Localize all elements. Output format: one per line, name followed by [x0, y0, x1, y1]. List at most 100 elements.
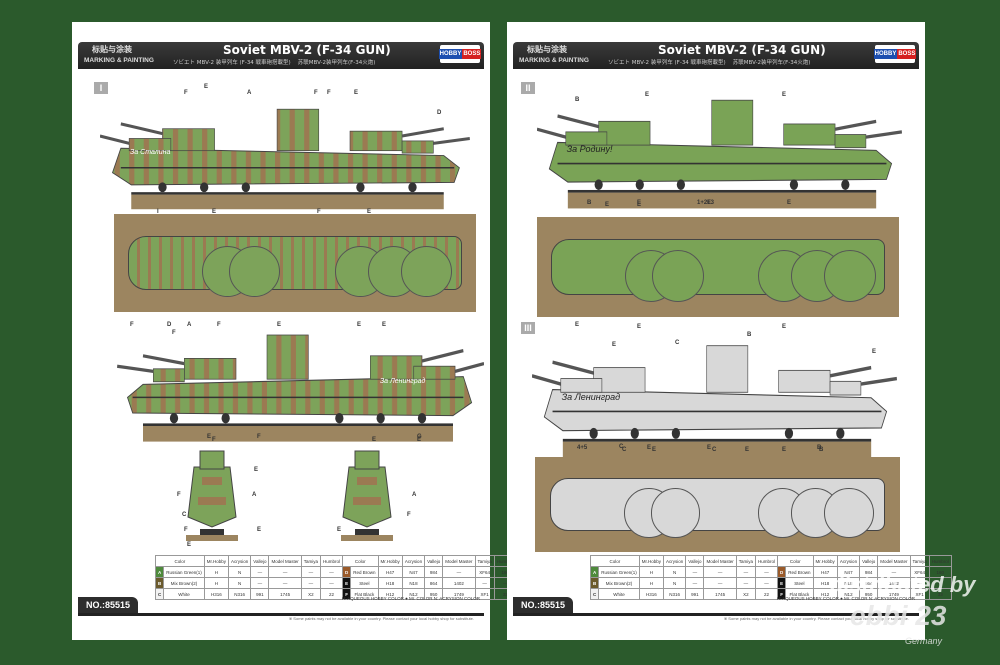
paint-note: ※ Some paints may not be available in yo…: [288, 616, 474, 621]
table-cell-mrhobby: H: [203, 577, 230, 589]
table-header: Acrysion: [836, 555, 861, 567]
table-header: Color: [155, 555, 205, 567]
turret-top: [824, 488, 874, 538]
table-cell-modelmaster: —: [703, 577, 737, 589]
side-view-1: [100, 108, 470, 210]
header-cn: 标贴与涂装: [527, 45, 567, 54]
table-cell-acrysion: N12: [836, 588, 861, 600]
table-cell-humbrol: —: [755, 566, 779, 578]
color-callout: E: [637, 202, 642, 208]
color-callout: E: [645, 92, 650, 98]
table-cell-key: E: [342, 577, 352, 589]
color-callout: F: [314, 90, 318, 96]
color-callout: A: [187, 322, 192, 328]
table-cell-vallejo: —: [250, 577, 270, 589]
color-callout: E: [207, 434, 212, 440]
table-header: Model Master: [877, 555, 911, 567]
color-callout: E: [354, 90, 359, 96]
color-callout: B: [587, 200, 592, 206]
page-header: 标贴与涂装 MARKING & PAINTING Soviet MBV-2 (F…: [78, 42, 484, 69]
color-callout: E: [357, 322, 362, 328]
color-callout: E: [187, 542, 192, 548]
color-callout: E: [372, 437, 377, 443]
table-cell-mrhobby: H: [638, 577, 665, 589]
table-cell-name: Steel: [350, 577, 379, 589]
color-callout: E: [417, 437, 422, 443]
color-callout: E: [637, 324, 642, 330]
table-cell-mrhobby: H12: [812, 588, 838, 600]
table-header: Color: [777, 555, 814, 567]
decal-annotation: 1+2+3: [697, 200, 715, 206]
table-cell-key: F: [342, 588, 352, 600]
table-cell-acrysion: N: [663, 566, 687, 578]
table-cell-name: Red Brown: [785, 566, 814, 578]
table-cell-acrysion: N47: [401, 566, 426, 578]
page-header: 标贴与涂装 MARKING & PAINTING Soviet MBV-2 (F…: [513, 42, 919, 69]
table-cell-name: Mix Brown(2): [598, 577, 640, 589]
color-callout: E: [782, 324, 787, 330]
table-cell-acrysion: N: [228, 566, 252, 578]
table-cell-mrhobby: H: [203, 566, 230, 578]
table-cell-vallejo: 991: [685, 588, 705, 600]
table-cell-vallejo: —: [250, 566, 270, 578]
side-view-3-white: [532, 345, 898, 459]
table-cell-humbrol: 33: [928, 588, 952, 600]
color-callout: F: [217, 322, 221, 328]
table-header: Model Master: [268, 555, 302, 567]
color-callout: B: [575, 97, 580, 103]
color-callout: C: [675, 340, 680, 346]
table-header: Color: [342, 555, 379, 567]
table-cell-tamiya: —: [300, 577, 322, 589]
table-cell-acrysion: N: [663, 577, 687, 589]
table-cell-name: Flat Black: [350, 588, 379, 600]
table-cell-mrhobby: H47: [377, 566, 403, 578]
top-view-2-green: [537, 217, 899, 317]
color-callout: C: [622, 447, 627, 453]
table-header: Acrysion: [228, 555, 252, 567]
table-cell-key: F: [777, 588, 787, 600]
color-callout: D: [167, 322, 172, 328]
logo-hobby: HOBBY: [873, 49, 898, 59]
turret-top: [650, 488, 701, 538]
color-callout: F: [184, 90, 188, 96]
color-callout: E: [204, 84, 209, 90]
logo-boss: BOSS: [897, 49, 917, 59]
table-cell-acrysion: N316: [228, 588, 252, 600]
table-header: Acrysion: [663, 555, 687, 567]
paint-legend: H: AQUEOUS HOBBY COLOR ● Mr. COLOR N: AC…: [776, 596, 915, 601]
view-number: I: [94, 82, 108, 94]
table-cell-acrysion: N12: [401, 588, 426, 600]
color-callout: I: [157, 209, 159, 215]
header-subtitle: ソビエト MBV-2 装甲列车 (F-34 戦車砲搭載型) 苏联MBV-2装甲列…: [173, 58, 375, 66]
color-callout: E: [575, 322, 580, 328]
page-title: Soviet MBV-2 (F-34 GUN): [658, 43, 826, 57]
color-callout: E: [382, 322, 387, 328]
logo-hobby: HOBBY: [438, 49, 463, 59]
subtitle-jp: ソビエト MBV-2 装甲列车 (F-34 戦車砲搭載型): [608, 60, 726, 66]
view-number: II: [521, 82, 535, 94]
header-en: MARKING & PAINTING: [519, 57, 589, 64]
turret-top: [400, 246, 452, 298]
color-callout: A: [247, 90, 252, 96]
table-cell-tamiya: XF64: [474, 566, 495, 578]
table-header: Tamiya: [735, 555, 757, 567]
color-callout: F: [184, 527, 188, 533]
color-callout: E: [637, 200, 642, 206]
color-callout: C: [712, 447, 717, 453]
table-cell-key: E: [777, 577, 787, 589]
table-cell-acrysion: N316: [663, 588, 687, 600]
color-callout: D: [437, 110, 442, 116]
color-callout: E: [254, 467, 259, 473]
table-cell-tamiya: XF1: [474, 588, 495, 600]
color-callout: F: [327, 90, 331, 96]
view-number: III: [521, 322, 535, 334]
color-callout: A: [252, 492, 257, 498]
table-cell-acrysion: N: [228, 577, 252, 589]
table-cell-vallejo: 991: [250, 588, 270, 600]
table-cell-modelmaster: 1749: [877, 588, 911, 600]
paint-legend: H: AQUEOUS HOBBY COLOR ● Mr. COLOR N: AC…: [341, 596, 480, 601]
table-cell-vallejo: 950: [859, 588, 879, 600]
table-cell-key: D: [777, 566, 787, 578]
table-cell-name: Steel: [785, 577, 814, 589]
logo-boss: BOSS: [462, 49, 482, 59]
